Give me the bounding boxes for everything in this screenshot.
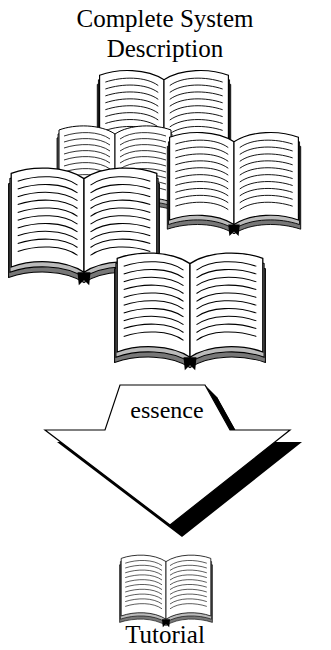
open-book bbox=[120, 555, 213, 627]
arrow-text: essence bbox=[126, 396, 208, 424]
caption-label: Tutorial bbox=[65, 620, 265, 650]
title-label: Complete System Description bbox=[55, 4, 275, 64]
arrow-label-box: essence bbox=[126, 394, 208, 426]
essence-arrow bbox=[45, 385, 302, 537]
book-stack bbox=[9, 70, 301, 370]
open-book bbox=[115, 253, 266, 370]
open-book bbox=[167, 132, 300, 236]
